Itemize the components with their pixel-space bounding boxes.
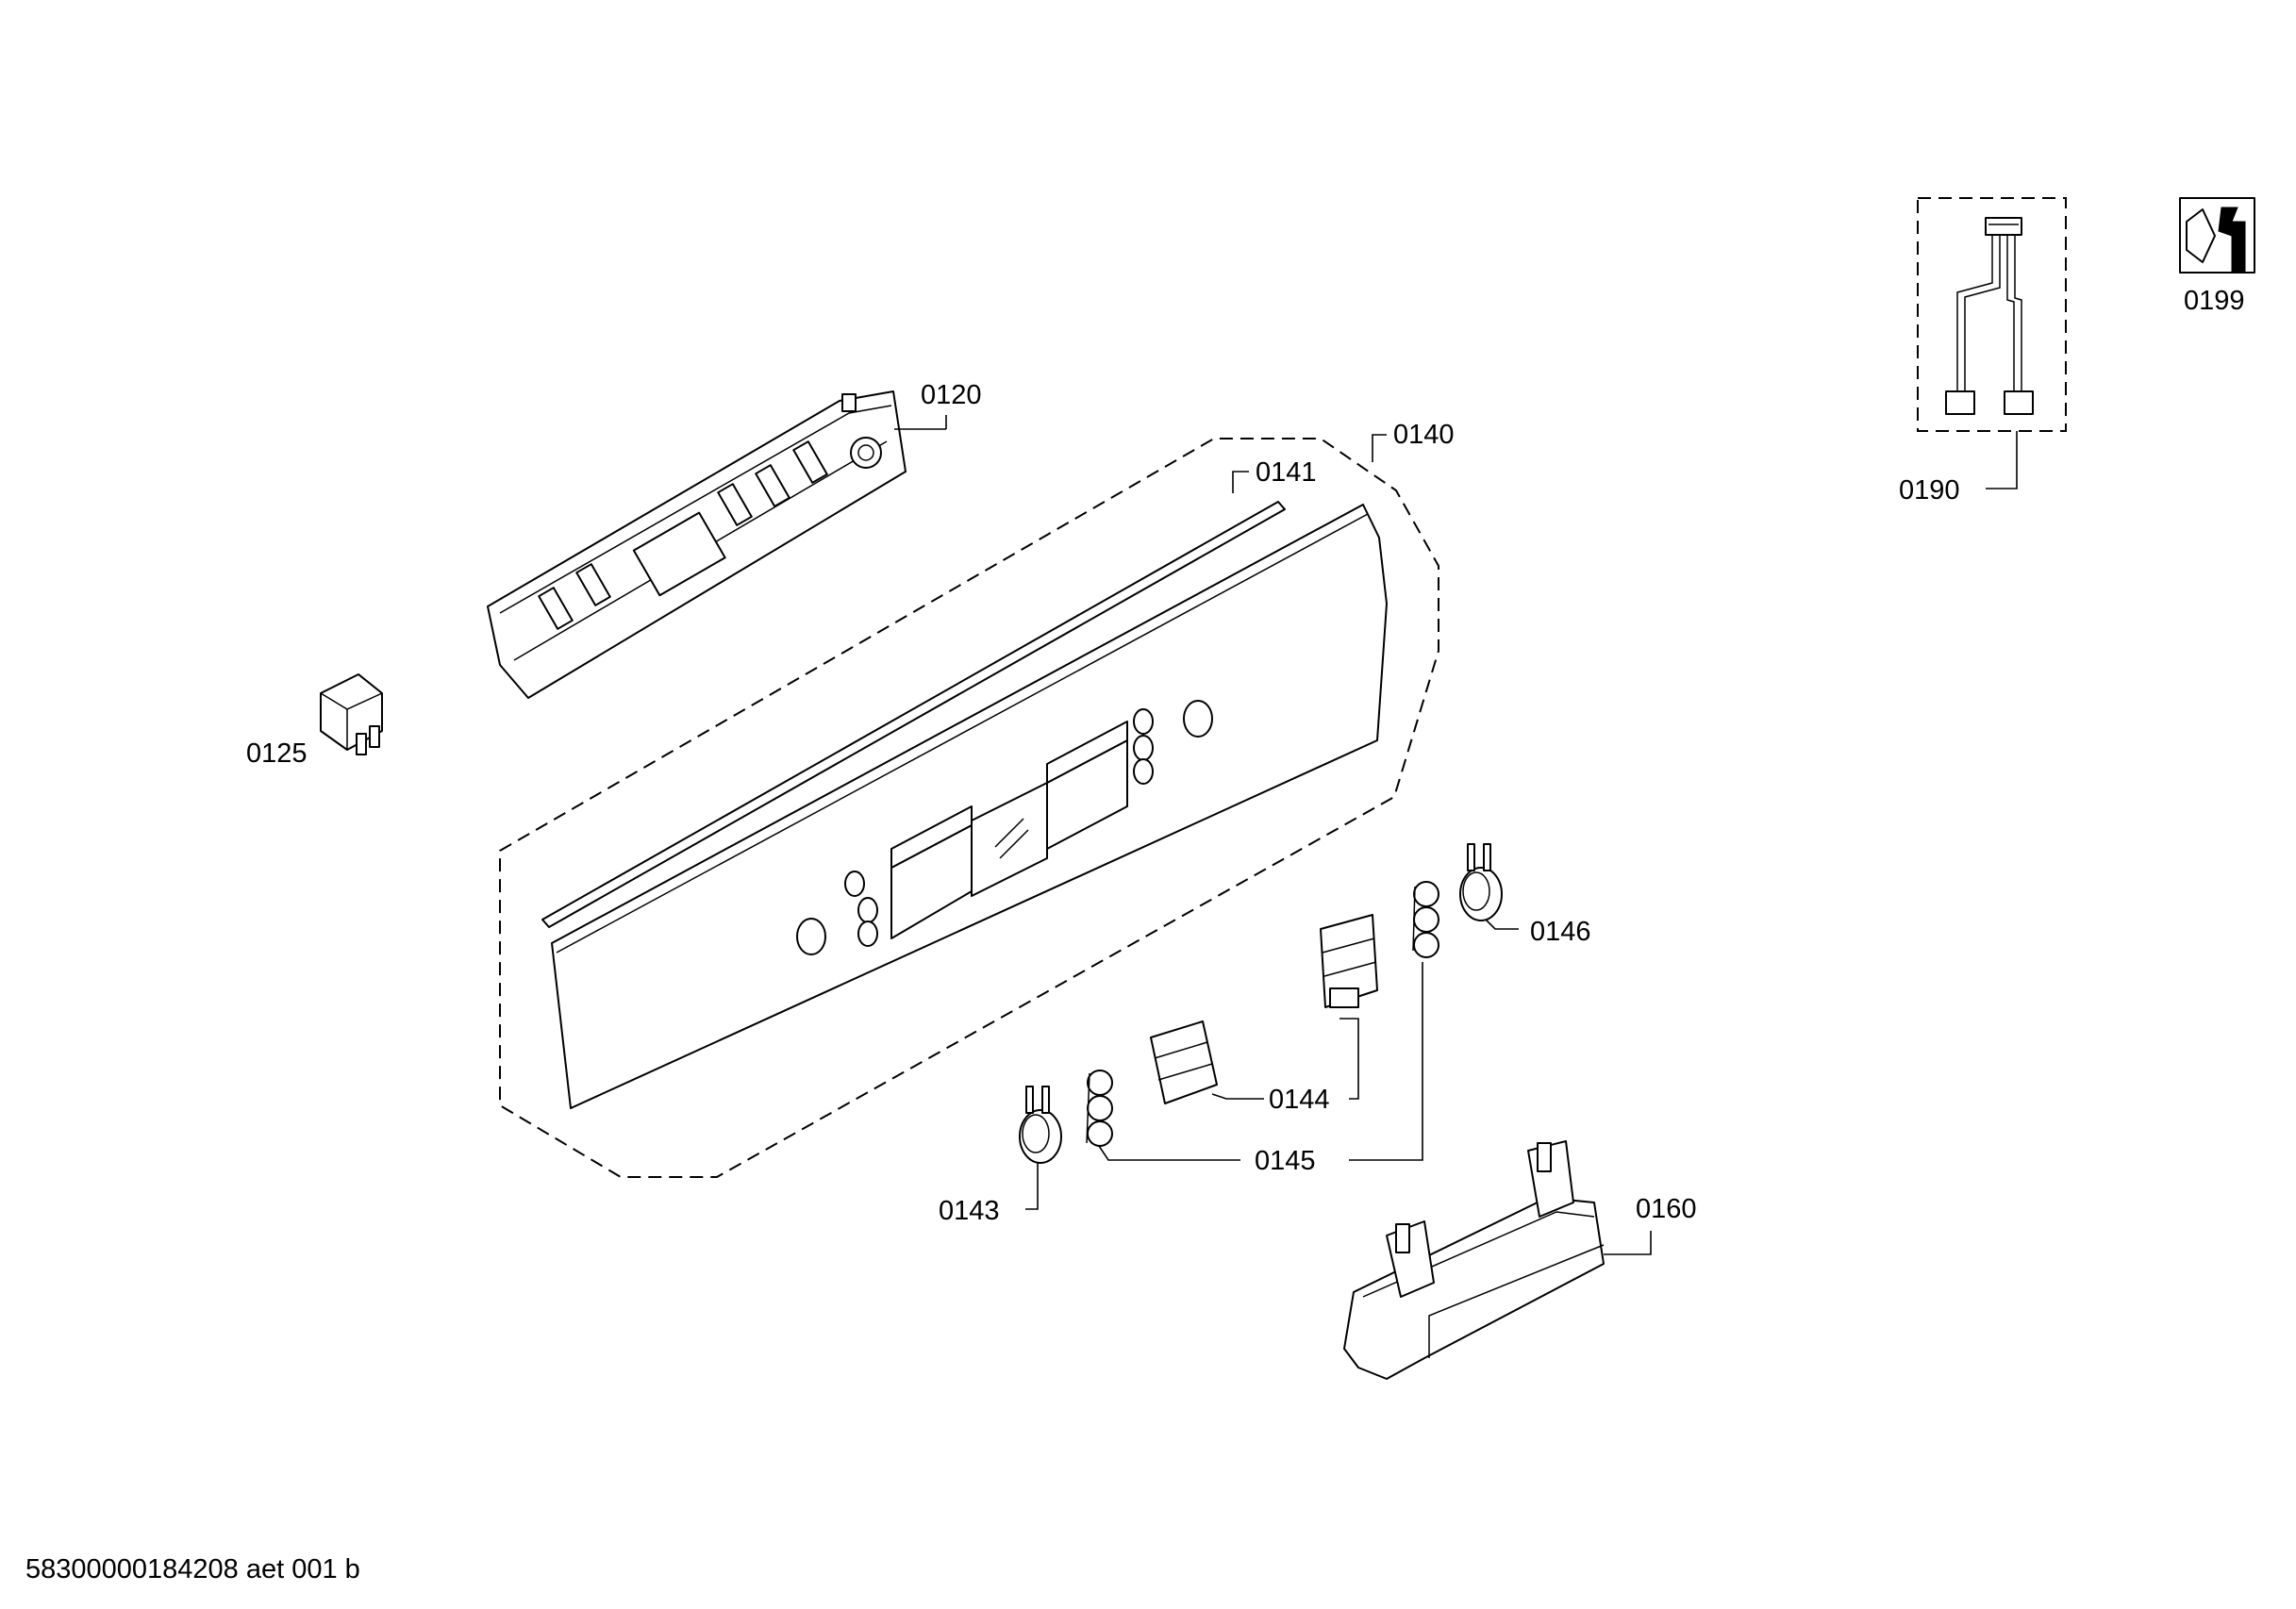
part-0190-cable-harness <box>1917 197 2067 489</box>
part-0143-knob <box>1019 1086 1062 1210</box>
part-0144-block-upper <box>1320 914 1378 1008</box>
label-0120: 0120 <box>921 380 982 410</box>
label-0190: 0190 <box>1899 475 1960 506</box>
part-0146-knob <box>1459 843 1519 930</box>
label-0199: 0199 <box>2184 286 2245 316</box>
label-0125: 0125 <box>246 738 308 769</box>
label-0140: 0140 <box>1393 420 1455 450</box>
label-0160: 0160 <box>1636 1194 1697 1224</box>
label-0144: 0144 <box>1269 1085 1330 1115</box>
document-id: 58300000184208 aet 001 b <box>25 1554 360 1584</box>
part-0199-tool <box>2179 197 2255 274</box>
part-0160-cover-housing <box>1343 1140 1652 1380</box>
part-0140-fascia-panel <box>551 504 1388 1109</box>
label-0141: 0141 <box>1256 457 1317 488</box>
leader-0140 <box>1372 434 1387 462</box>
part-0125-clip <box>320 673 383 755</box>
label-0143: 0143 <box>939 1196 1000 1226</box>
label-0146: 0146 <box>1530 917 1591 947</box>
part-0145-buttons-left <box>1086 962 1423 1161</box>
part-0144-block-lower <box>1150 1018 1359 1104</box>
group-0140-outline <box>499 438 1439 1178</box>
part-0145-buttons-right <box>1412 881 1439 958</box>
part-0120-control-bracket <box>487 390 947 699</box>
part-0141-trim-strip <box>541 471 1286 928</box>
label-0145: 0145 <box>1255 1146 1316 1176</box>
